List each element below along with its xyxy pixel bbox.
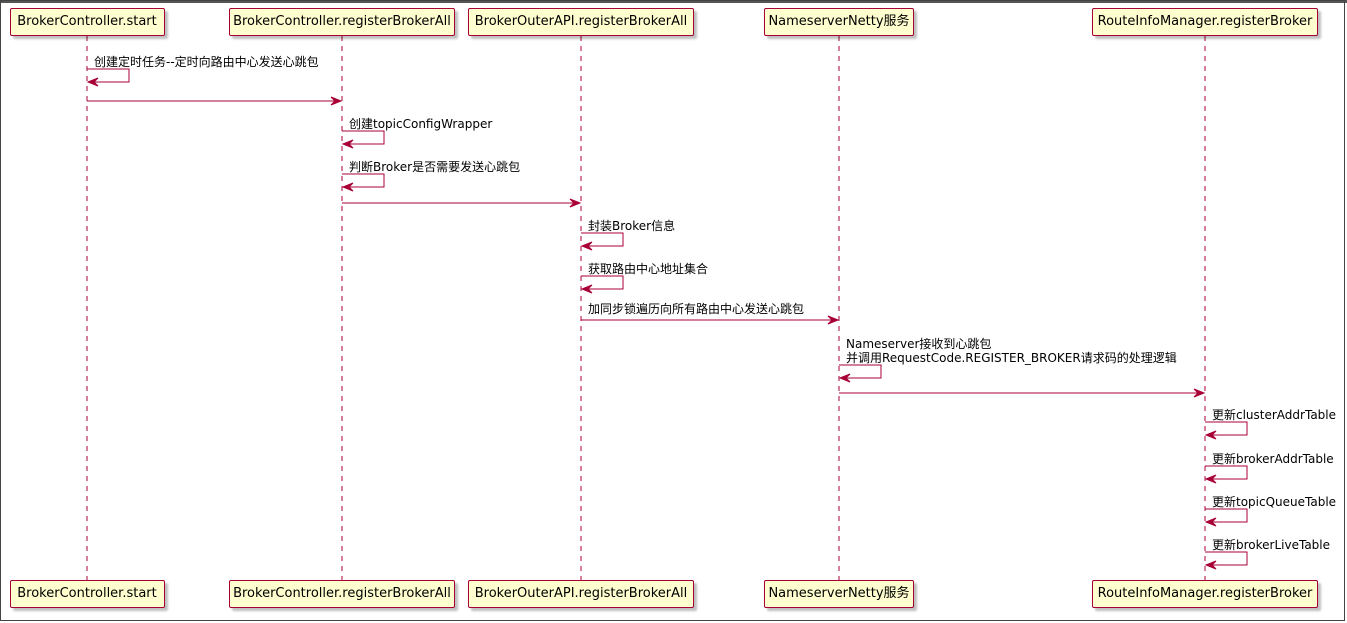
arrowhead-6: [580, 284, 593, 294]
participant-bottom-2: BrokerOuterAPI.registerBrokerAll: [468, 580, 694, 608]
arrowhead-13: [1204, 560, 1217, 570]
arrowhead-4: [569, 198, 582, 208]
message-label-8-1: 并调用RequestCode.REGISTER_BROKER请求码的处理逻辑: [846, 351, 1177, 365]
participant-top-1: BrokerController.registerBrokerAll: [229, 8, 455, 36]
message-label-6-0: 获取路由中心地址集合: [588, 262, 709, 276]
arrowhead-1: [330, 96, 343, 106]
window-top-border: [0, 0, 1347, 3]
participant-bottom-0: BrokerController.start: [9, 580, 165, 608]
participant-bottom-1: BrokerController.registerBrokerAll: [229, 580, 455, 608]
message-label-12-0: 更新topicQueueTable: [1212, 495, 1337, 509]
participant-top-2: BrokerOuterAPI.registerBrokerAll: [468, 8, 694, 36]
arrowhead-11: [1204, 474, 1217, 484]
participant-top-3: NameserverNetty服务: [764, 8, 914, 36]
arrowhead-3: [341, 182, 354, 192]
message-label-0-0: 创建定时任务--定时向路由中心发送心跳包: [94, 55, 319, 69]
self-message-6: [581, 275, 624, 290]
arrowhead-7: [827, 315, 840, 325]
participant-top-4: RouteInfoManager.registerBroker: [1092, 8, 1318, 36]
participant-top-0: BrokerController.start: [9, 8, 165, 36]
arrowhead-2: [341, 139, 354, 149]
self-message-5: [581, 232, 624, 247]
arrowhead-10: [1204, 430, 1217, 440]
participant-bottom-3: NameserverNetty服务: [764, 580, 914, 608]
self-message-12: [1205, 508, 1248, 523]
message-label-8-0: Nameserver接收到心跳包: [846, 337, 992, 351]
self-message-10: [1205, 421, 1248, 436]
message-label-3-0: 判断Broker是否需要发送心跳包: [349, 160, 521, 174]
arrowhead-5: [580, 241, 593, 251]
message-label-7-0: 加同步锁遍历向所有路由中心发送心跳包: [588, 302, 805, 316]
participant-bottom-4: RouteInfoManager.registerBroker: [1092, 580, 1318, 608]
arrowhead-12: [1204, 517, 1217, 527]
arrowhead-8: [838, 373, 851, 383]
arrowhead-9: [1193, 388, 1206, 398]
message-label-2-0: 创建topicConfigWrapper: [349, 117, 493, 131]
message-label-5-0: 封装Broker信息: [588, 219, 676, 233]
arrowhead-0: [86, 77, 99, 87]
self-message-3: [342, 173, 385, 188]
message-label-13-0: 更新brokerLiveTable: [1212, 538, 1331, 552]
message-label-10-0: 更新clusterAddrTable: [1212, 408, 1337, 422]
self-message-0: [87, 68, 130, 83]
self-message-11: [1205, 465, 1248, 480]
self-message-2: [342, 130, 385, 145]
self-message-8: [839, 364, 882, 379]
self-message-13: [1205, 551, 1248, 566]
message-label-11-0: 更新brokerAddrTable: [1212, 452, 1334, 466]
